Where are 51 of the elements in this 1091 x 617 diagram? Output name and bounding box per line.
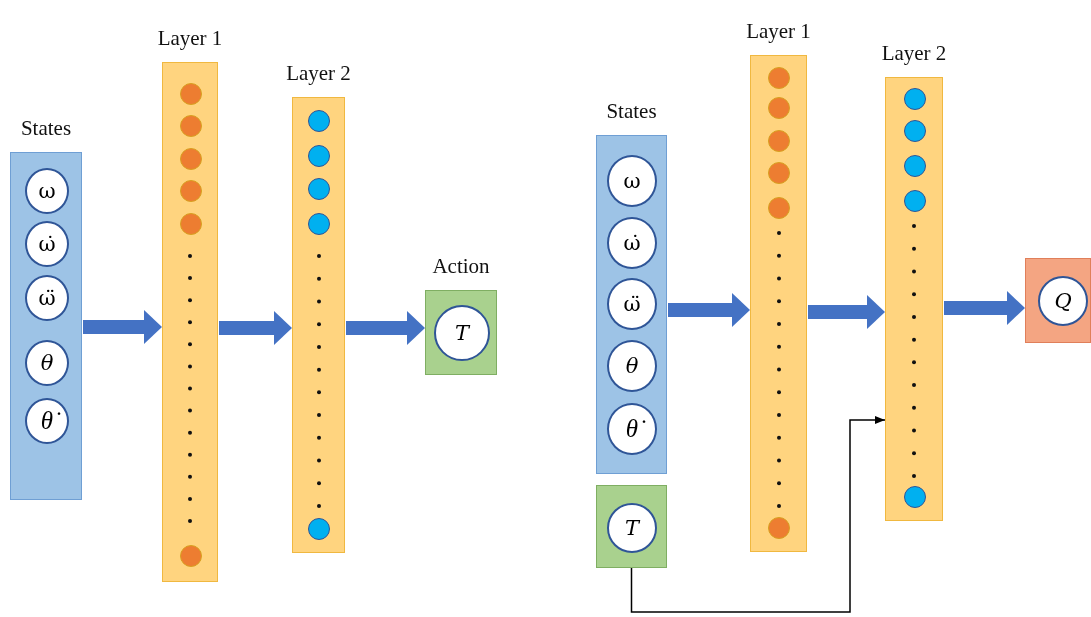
neuron-circle [768, 130, 790, 152]
block-arrow [346, 311, 425, 345]
block-arrow [808, 295, 885, 329]
variable-circle: ω̇ [25, 221, 69, 267]
block-arrow [668, 293, 750, 327]
neuron-circle [180, 180, 202, 202]
layer-label: Layer 1 [157, 26, 223, 51]
neuron-circle [180, 213, 202, 235]
output-box [1025, 258, 1091, 343]
variable-circle: Q [1038, 276, 1088, 326]
neuron-circle [904, 88, 926, 110]
variable-circle: T [434, 305, 490, 361]
variable-circle: T [607, 503, 657, 553]
neuron-circle [308, 145, 330, 167]
panel-heading: States [606, 99, 657, 124]
neuron-circle [180, 83, 202, 105]
panel-heading: States [20, 116, 72, 141]
variable-circle: ω̇ [607, 217, 657, 269]
neuron-circle [904, 155, 926, 177]
neuron-circle [768, 517, 790, 539]
variable-circle: θ [607, 340, 657, 392]
variable-circle: ω [25, 168, 69, 214]
neuron-circle [904, 486, 926, 508]
neuron-circle [180, 545, 202, 567]
neuron-circle [308, 518, 330, 540]
layer-label: Layer 2 [286, 61, 351, 86]
neuron-circle [180, 148, 202, 170]
block-arrow [219, 311, 292, 345]
block-arrow [944, 291, 1025, 325]
neuron-circle [308, 110, 330, 132]
neuron-circle [768, 197, 790, 219]
neuron-circle [768, 162, 790, 184]
neuron-circle [768, 97, 790, 119]
neuron-circle [768, 67, 790, 89]
variable-circle: θ [25, 340, 69, 386]
neuron-circle [308, 178, 330, 200]
neuron-circle [308, 213, 330, 235]
variable-circle: ω [607, 155, 657, 207]
block-arrow [83, 310, 162, 344]
variable-circle: θ̇ [607, 403, 657, 455]
neuron-circle [180, 115, 202, 137]
variable-circle: ω̈ [607, 278, 657, 330]
box-heading: Action [432, 254, 490, 279]
layer-label: Layer 2 [881, 41, 947, 66]
variable-circle: ω̈ [25, 275, 69, 321]
neuron-circle [904, 190, 926, 212]
action-box [596, 485, 667, 568]
arrow [630, 416, 886, 613]
neuron-circle [904, 120, 926, 142]
layer-label: Layer 1 [746, 19, 811, 44]
variable-circle: θ̇ [25, 398, 69, 444]
